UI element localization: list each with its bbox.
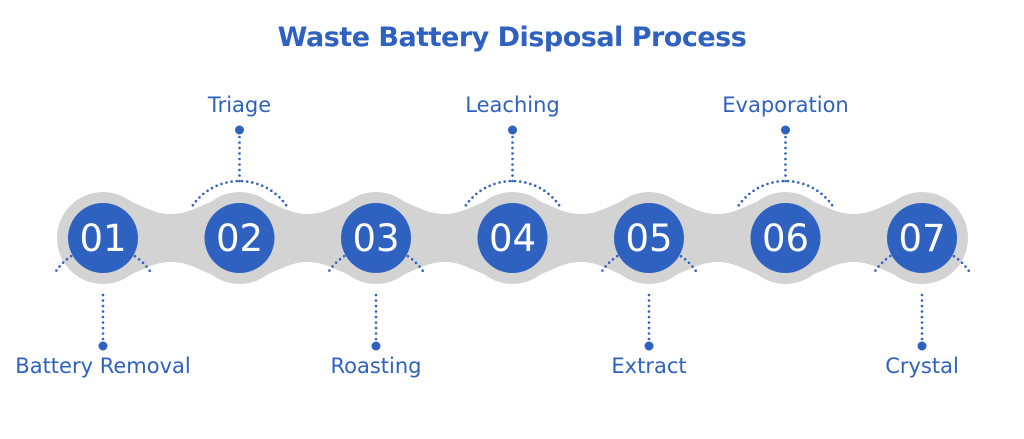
step-number: 07 xyxy=(898,217,945,260)
step-number: 03 xyxy=(352,217,399,260)
step-number: 01 xyxy=(79,217,126,260)
step-number: 04 xyxy=(489,217,536,260)
connector-end-dot xyxy=(917,341,927,351)
step-circle xyxy=(750,203,821,273)
connector-end-dot xyxy=(508,125,517,135)
connector-end-dot xyxy=(371,341,381,351)
step-label: Evaporation xyxy=(722,93,849,117)
step-circle xyxy=(614,203,684,273)
step-label: Crystal xyxy=(885,354,959,378)
step-number: 02 xyxy=(216,217,263,260)
step-number: 05 xyxy=(625,217,672,260)
connector-end-dot xyxy=(235,125,244,135)
step-circle xyxy=(68,203,138,273)
connector-end-dot xyxy=(644,341,654,351)
step-number: 06 xyxy=(762,217,809,260)
step-label: Extract xyxy=(611,354,687,378)
step-circle xyxy=(887,203,957,273)
step-label: Roasting xyxy=(330,354,422,378)
step-label: Leaching xyxy=(465,93,560,117)
step-circle xyxy=(204,203,275,273)
step-label: Battery Removal xyxy=(15,354,191,378)
step-circle xyxy=(341,203,411,273)
connector-end-dot xyxy=(781,125,790,135)
step-circle xyxy=(477,203,548,273)
step-label: Triage xyxy=(207,93,272,117)
diagram-title: Waste Battery Disposal Process xyxy=(277,22,747,53)
connector-end-dot xyxy=(98,341,108,351)
